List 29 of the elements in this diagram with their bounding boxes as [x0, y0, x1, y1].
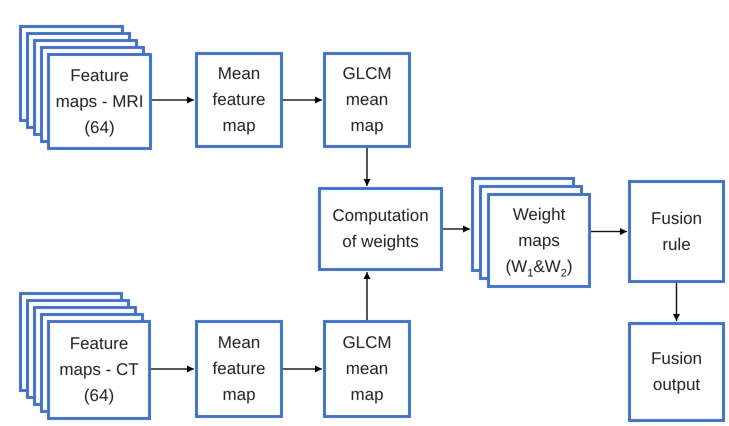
node-label: Fusion output — [650, 348, 704, 396]
arrow — [673, 283, 680, 321]
arrow — [591, 228, 627, 235]
arrow — [364, 148, 370, 186]
process-box — [628, 322, 725, 422]
node-label: Fusion rule — [650, 208, 704, 256]
process-box — [195, 320, 283, 418]
stacked-process-box — [19, 25, 152, 150]
node-label: Feature maps - CT (64) — [58, 333, 140, 407]
node-label: Computation of weights — [332, 205, 429, 253]
process-box — [323, 52, 411, 148]
arrow — [364, 272, 370, 320]
arrow — [283, 96, 322, 104]
process-box — [318, 187, 443, 271]
node-label: Mean feature map — [212, 63, 266, 137]
process-box — [323, 320, 411, 418]
stacked-process-box — [471, 177, 591, 288]
process-box — [195, 52, 283, 148]
arrow — [443, 226, 470, 232]
stacked-process-box — [19, 292, 151, 420]
node-label: Weight maps (W$_{1}$&W$_{2}$) — [504, 204, 574, 280]
arrow — [152, 96, 194, 104]
node-label: Mean feature map — [212, 332, 266, 406]
node-label: Feature maps - MRI (64) — [54, 64, 144, 138]
arrow — [151, 366, 194, 372]
node-label: GLCM mean map — [341, 332, 393, 406]
process-box — [628, 180, 725, 283]
node-label: GLCM mean map — [341, 63, 393, 137]
arrow — [283, 366, 322, 372]
